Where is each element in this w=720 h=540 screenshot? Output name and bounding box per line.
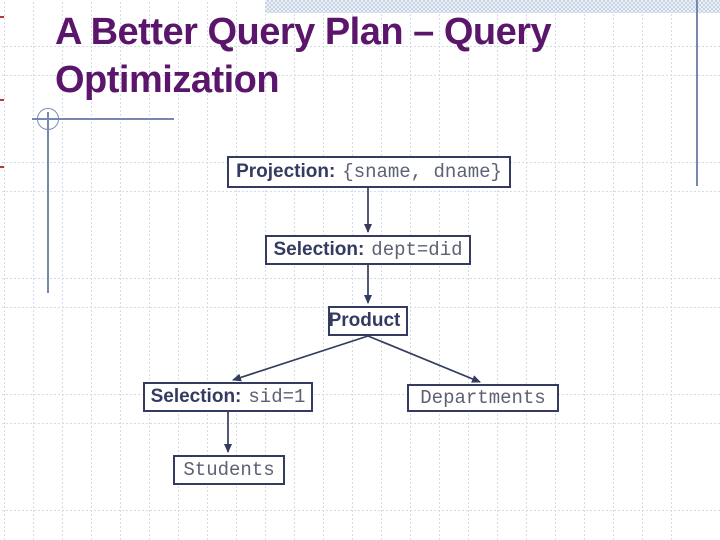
node-selection-dept: Selection: dept=did — [265, 235, 471, 265]
node-value: Students — [183, 459, 275, 481]
node-value: sid=1 — [248, 386, 306, 408]
right-border-line — [696, 0, 698, 186]
top-checker-band — [265, 0, 720, 13]
node-value: {sname, dname} — [342, 161, 502, 183]
left-edge-tick — [0, 99, 4, 101]
ornament-vertical-line — [47, 112, 49, 293]
ornament-horizontal-line — [32, 118, 174, 120]
node-students: Students — [173, 455, 285, 485]
node-product: Product — [328, 306, 408, 336]
node-label: Selection: — [273, 239, 365, 260]
node-projection: Projection: {sname, dname} — [227, 156, 511, 188]
node-value: Departments — [420, 387, 546, 409]
left-edge-tick — [0, 16, 4, 18]
slide-title: A Better Query Plan – Query Optimization — [55, 11, 552, 101]
node-value: dept=did — [371, 239, 463, 261]
node-label: Product — [328, 310, 401, 331]
node-selection-sid: Selection: sid=1 — [143, 382, 313, 412]
node-label: Selection: — [150, 386, 242, 407]
node-label: Projection: — [236, 161, 336, 182]
left-edge-tick — [0, 166, 4, 168]
node-departments: Departments — [407, 384, 559, 412]
ornament-circle-icon — [37, 108, 59, 130]
